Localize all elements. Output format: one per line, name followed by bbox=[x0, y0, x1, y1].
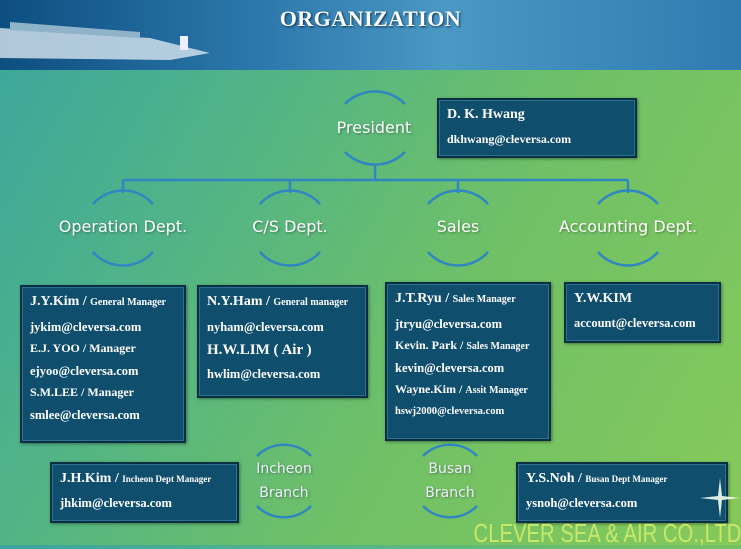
staff-email: jtryu@cleversa.com bbox=[395, 317, 503, 331]
staff-name: E.J. YOO / Manager bbox=[30, 341, 136, 355]
label-line: Busan bbox=[428, 461, 472, 477]
role: Sales Manager bbox=[466, 341, 530, 352]
dept-label-sales: Sales bbox=[436, 217, 480, 236]
staff-email: kevin@cleversa.com bbox=[395, 361, 505, 375]
staff-name: S.M.LEE / Manager bbox=[30, 385, 134, 399]
role: Incheon Dept Manager bbox=[122, 474, 212, 484]
name: Wayne.Kim / bbox=[395, 382, 463, 396]
staff-name: J.H.Kim / Incheon Dept Manager bbox=[60, 470, 229, 488]
staff-name: N.Y.Ham / General manager bbox=[207, 293, 358, 312]
president-name: D. K. Hwang bbox=[447, 107, 525, 122]
ship-image bbox=[0, 22, 210, 60]
name: J.T.Ryu / bbox=[395, 291, 450, 306]
name: J.H.Kim / bbox=[60, 471, 119, 486]
company-name: CLEVER SEA & AIR CO.,LTD bbox=[473, 518, 741, 548]
label-line: Incheon bbox=[256, 461, 312, 477]
staff-name: H.W.LIM ( Air ) bbox=[207, 342, 312, 358]
accounting-card: Y.W.KIM account@cleversa.com bbox=[564, 282, 721, 343]
staff-name: Wayne.Kim / Assit Manager bbox=[395, 382, 541, 397]
name: Kevin. Park / bbox=[395, 338, 464, 352]
president-label: President bbox=[336, 118, 412, 137]
sparkle-icon bbox=[700, 478, 740, 518]
operation-card: J.Y.Kim / General Manager jykim@cleversa… bbox=[20, 285, 186, 443]
role: General manager bbox=[273, 297, 349, 308]
name: J.Y.Kim / bbox=[30, 294, 87, 309]
incheon-card: J.H.Kim / Incheon Dept Manager jhkim@cle… bbox=[50, 462, 239, 523]
staff-email: ejyoo@cleversa.com bbox=[30, 364, 139, 378]
president-card: D. K. Hwang dkhwang@cleversa.com bbox=[437, 98, 637, 158]
staff-email: hwlim@cleversa.com bbox=[207, 367, 321, 381]
role: Busan Dept Manager bbox=[585, 474, 668, 484]
dept-label-accounting: Accounting Dept. bbox=[558, 217, 698, 236]
label-line: Branch bbox=[259, 485, 309, 501]
dept-arcs bbox=[92, 189, 659, 519]
staff-name: J.T.Ryu / Sales Manager bbox=[395, 290, 541, 309]
header-banner: ORGANIZATION bbox=[0, 0, 741, 70]
staff-email: jykim@cleversa.com bbox=[30, 320, 142, 334]
page-title: ORGANIZATION bbox=[279, 6, 462, 31]
role: General Manager bbox=[90, 297, 166, 308]
dept-label-operation: Operation Dept. bbox=[58, 217, 188, 236]
name: N.Y.Ham / bbox=[207, 294, 270, 309]
staff-email: account@cleversa.com bbox=[574, 316, 696, 330]
cs-card: N.Y.Ham / General manager nyham@cleversa… bbox=[197, 285, 368, 398]
staff-name: Kevin. Park / Sales Manager bbox=[395, 338, 541, 353]
label-line: Branch bbox=[425, 485, 475, 501]
staff-email: nyham@cleversa.com bbox=[207, 320, 324, 334]
president-email: dkhwang@cleversa.com bbox=[447, 132, 572, 146]
staff-name: Y.S.Noh / Busan Dept Manager bbox=[526, 470, 718, 488]
staff-email: smlee@cleversa.com bbox=[30, 408, 140, 422]
role: Assit Manager bbox=[465, 385, 528, 396]
dept-label-cs: C/S Dept. bbox=[252, 217, 328, 236]
staff-name: J.Y.Kim / General Manager bbox=[30, 293, 176, 312]
staff-name: Y.W.KIM bbox=[574, 291, 633, 306]
role: Sales Manager bbox=[452, 294, 516, 305]
staff-email: ysnoh@cleversa.com bbox=[526, 496, 638, 510]
staff-email: hswj2000@cleversa.com bbox=[395, 406, 505, 417]
sales-card: J.T.Ryu / Sales Manager jtryu@cleversa.c… bbox=[385, 282, 551, 441]
name: Y.S.Noh / bbox=[526, 471, 582, 486]
busan-card: Y.S.Noh / Busan Dept Manager ysnoh@cleve… bbox=[516, 462, 728, 523]
staff-email: jhkim@cleversa.com bbox=[60, 496, 172, 510]
